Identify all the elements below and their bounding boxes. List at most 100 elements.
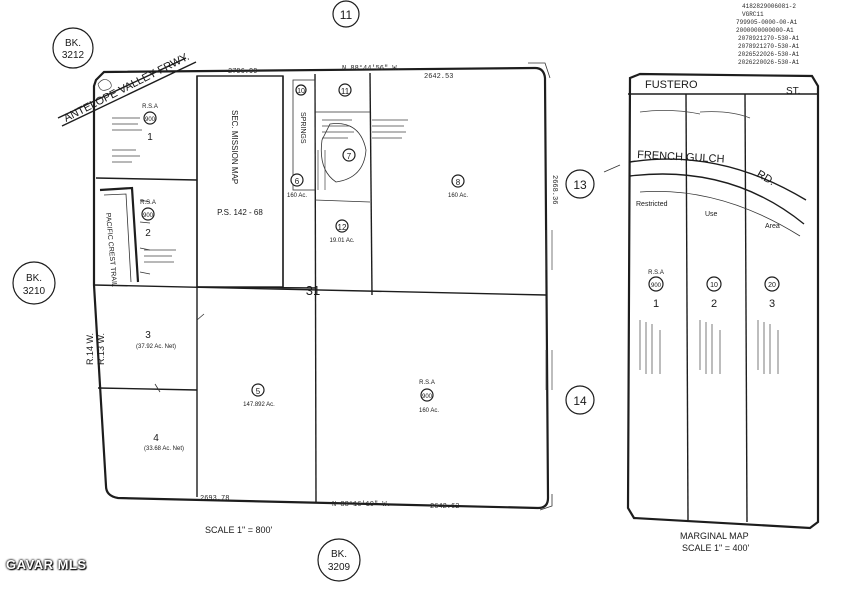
- parcel-1-label: R.S.A: [142, 104, 158, 110]
- parcel-2-label: R.S.A: [140, 200, 156, 206]
- parcel-10-number: 10: [297, 88, 305, 95]
- book-3210-circle: BK. 3210: [12, 261, 56, 305]
- marginal-lot-2: 10 2: [706, 276, 722, 310]
- book-3212-number: 3212: [62, 50, 85, 61]
- code-line-1: 4182829006081-2: [742, 3, 796, 10]
- book-3209-number: 3209: [328, 562, 351, 573]
- parcel-4-area: (33.68 Ac. Net): [144, 446, 184, 452]
- marginal-lot-2-code: 10: [710, 282, 718, 289]
- book-3210-prefix: BK.: [26, 273, 42, 284]
- map-ref-13: 13: [565, 169, 595, 199]
- marginal-notes: [639, 110, 779, 374]
- parcel-3: 3 (37.92 Ac. Net): [136, 330, 176, 350]
- parcel-12-number: 12: [338, 223, 347, 232]
- area-label: Area: [765, 223, 780, 230]
- springs-label: SPRINGS: [299, 112, 306, 144]
- parcel-2-number: 2: [145, 228, 151, 239]
- parcel-7: 7: [342, 148, 356, 162]
- parcel-10: 10: [295, 84, 307, 96]
- parcel-11: 11: [338, 83, 352, 97]
- parcel-1: R.S.A 900 1: [142, 104, 158, 143]
- map-ref-13-label: 13: [573, 178, 587, 192]
- parcel-6: 6 160 Ac.: [287, 173, 307, 199]
- parcel-4: 4 (33.68 Ac. Net): [144, 433, 184, 452]
- marginal-lot-1-label: R.S.A: [648, 270, 664, 276]
- marginal-lot-3-number: 3: [769, 298, 775, 310]
- use-label: Use: [705, 211, 718, 218]
- parcel-1-code: 900: [145, 117, 156, 123]
- book-3212-circle: BK. 3212: [52, 27, 94, 69]
- top-distance: 2642.53: [424, 73, 453, 81]
- road-name-label-1: FRENCH GULCH: [637, 149, 725, 166]
- ps-label: P.S. 142 - 68: [217, 208, 263, 217]
- parcel-6-area: 160 Ac.: [287, 193, 307, 199]
- top-bearing: N 88°44'56" W.: [342, 64, 401, 73]
- parcel-11-number: 11: [341, 87, 350, 96]
- parcel-9-area: 160 Ac.: [419, 408, 439, 414]
- code-line-2: VGRC11: [742, 11, 764, 18]
- marginal-lot-2-number: 2: [711, 298, 717, 310]
- code-line-7: 2026522026-530-A1: [738, 51, 800, 58]
- marginal-map-title: MARGINAL MAP: [680, 531, 749, 541]
- map-ref-14-label: 14: [573, 394, 587, 408]
- section-number: 31: [306, 283, 320, 298]
- bottom-right-distance: 2642.62: [430, 503, 459, 511]
- code-line-6: 2078921270-530-A1: [738, 43, 800, 50]
- right-distance: 2668.36: [550, 175, 558, 204]
- code-line-5: 2078921270-530-A1: [738, 35, 800, 42]
- marginal-lot-1-number: 1: [653, 298, 659, 310]
- street-suffix-label: ST.: [786, 86, 800, 97]
- parcel-3-number: 3: [145, 330, 151, 341]
- restricted-label: Restricted: [636, 201, 668, 208]
- parcel-5-area: 147.892 Ac.: [243, 402, 275, 408]
- map-ref-top: 11: [332, 0, 360, 28]
- main-map-boundary: [92, 62, 553, 511]
- marginal-map: FUSTERO ST. FRENCH GULCH RD. Restricted …: [603, 72, 820, 530]
- pacific-crest-trail-label: PACIFIC CREST TRAIL: [104, 213, 117, 288]
- mls-watermark: GAVAR MLS: [6, 557, 87, 572]
- code-line-3: 799905-0000-00-A1: [736, 19, 798, 26]
- book-3209-prefix: BK.: [331, 549, 347, 560]
- marginal-lot-3-code: 20: [768, 282, 776, 289]
- map-ref-top-label: 11: [340, 8, 353, 22]
- freeway-band: [57, 57, 197, 127]
- bottom-left-distance: 2693.78: [200, 495, 229, 503]
- parcel-1-number: 1: [147, 132, 153, 143]
- top-left-distance: 2796.99: [228, 68, 257, 76]
- parcel-12: 12 19.01 Ac.: [329, 219, 355, 244]
- range-label-14w: R.14 W.: [85, 333, 95, 365]
- parcel-8: 8 160 Ac.: [448, 174, 468, 199]
- parcel-8-area: 160 Ac.: [448, 193, 468, 199]
- code-line-8: 2026220026-530-A1: [738, 59, 800, 66]
- parcel-3-area: (37.92 Ac. Net): [136, 344, 176, 350]
- parcel-2: R.S.A 900 2: [140, 200, 156, 239]
- marginal-lot-3: 20 3: [764, 276, 780, 310]
- survey-notes: [112, 117, 553, 390]
- mission-map-label: SEC. MISSION MAP: [230, 110, 239, 184]
- marginal-lot-1: R.S.A 900 1: [648, 270, 664, 310]
- range-label-13w: R.13 W.: [96, 333, 106, 365]
- top-right-codes: 4182829006081-2 VGRC11 799905-0000-00-A1…: [736, 3, 800, 66]
- parcel-9-label: R.S.A: [419, 380, 435, 386]
- parcel-6-number: 6: [295, 177, 300, 186]
- code-line-4: 2000000000000-A1: [736, 27, 794, 34]
- parcel-12-area: 19.01 Ac.: [329, 238, 354, 244]
- parcel-lines: [93, 72, 547, 503]
- book-3209-circle: BK. 3209: [317, 538, 361, 582]
- bottom-bearing: N 88°16'10" W.: [332, 500, 391, 509]
- road-name-label-2: RD.: [755, 168, 777, 188]
- street-name-label: FUSTERO: [645, 79, 698, 91]
- parcel-4-number: 4: [153, 433, 159, 444]
- book-3212-prefix: BK.: [65, 38, 81, 49]
- book-3210-number: 3210: [23, 286, 46, 297]
- parcel-5: 5 147.892 Ac.: [243, 383, 275, 408]
- marginal-map-scale: SCALE 1" = 400': [682, 543, 749, 553]
- parcel-2-code: 900: [143, 213, 154, 219]
- parcel-9-code: 900: [422, 394, 433, 400]
- map-ref-14: 14: [565, 385, 595, 415]
- main-scale-label: SCALE 1" = 800': [205, 525, 272, 535]
- parcel-7-number: 7: [347, 152, 352, 161]
- parcel-5-number: 5: [256, 387, 261, 396]
- marginal-lot-1-code: 900: [651, 283, 662, 289]
